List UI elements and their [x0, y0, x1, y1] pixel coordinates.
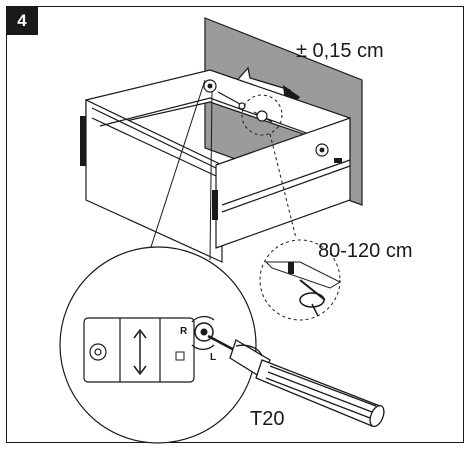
runner-hardware — [80, 79, 342, 220]
step-number-badge: 4 — [6, 6, 38, 35]
rotate-left-icon — [191, 344, 215, 351]
mount-height-label: 80-120 cm — [318, 240, 413, 262]
screwdriver-icon — [207, 334, 385, 428]
tolerance-label: ± 0,15 cm — [296, 40, 384, 62]
mount-detail-callout — [259, 239, 342, 321]
rotate-right-icon — [191, 315, 215, 323]
detail-callout-top — [241, 94, 283, 136]
rotation-right-label: R — [180, 326, 188, 337]
instruction-frame — [6, 6, 464, 443]
driver-bit-label: T20 — [250, 408, 285, 430]
zoom-detail-circle: R L — [59, 246, 257, 444]
up-down-arrow-icon — [133, 328, 147, 376]
zoom-leader-lines — [149, 79, 213, 261]
adjust-screws — [217, 91, 273, 123]
rotation-left-label: L — [210, 352, 216, 363]
